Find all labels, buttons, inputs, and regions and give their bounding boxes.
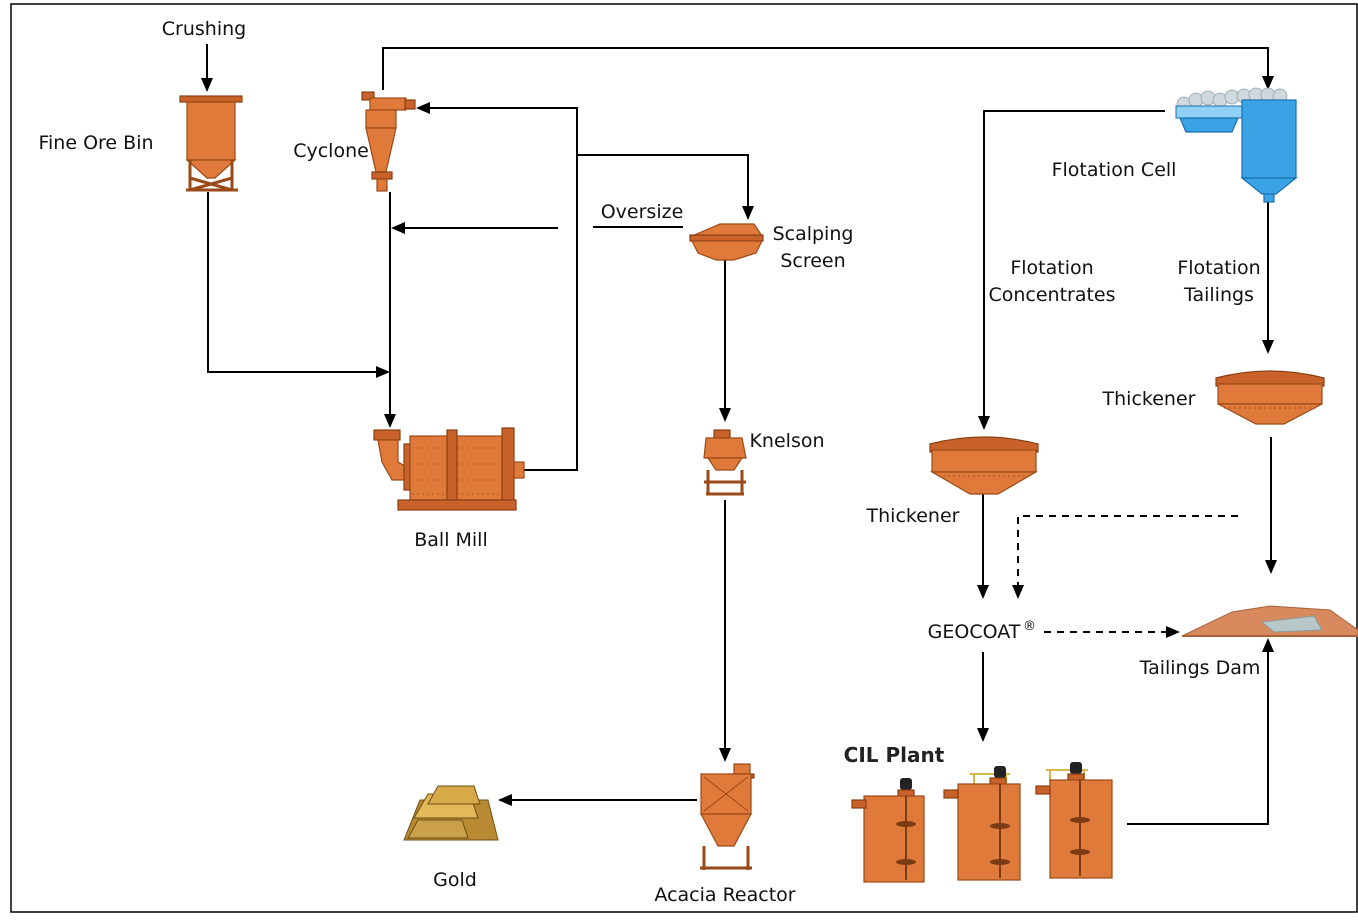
- label-flotation-concentrates-line1: Flotation: [1010, 257, 1093, 279]
- label-thickener-left: Thickener: [866, 505, 960, 527]
- label-tailings-dam: Tailings Dam: [1139, 657, 1261, 679]
- label-cyclone: Cyclone: [293, 140, 369, 162]
- gold-bars-icon: [404, 786, 498, 840]
- label-knelson: Knelson: [749, 430, 824, 452]
- knelson-icon: [704, 430, 746, 494]
- scalping-screen-icon: [690, 224, 763, 260]
- label-cil-plant: CIL Plant: [844, 743, 945, 767]
- label-fine-ore-bin: Fine Ore Bin: [38, 132, 153, 154]
- thickener-icon: [1216, 371, 1324, 424]
- ball-mill-icon: [374, 428, 524, 510]
- label-geocoat-registered-mark: ®: [1023, 619, 1036, 634]
- label-scalping-screen-line2: Screen: [780, 250, 845, 272]
- acacia-reactor-icon: [700, 764, 754, 870]
- label-gold: Gold: [433, 869, 477, 891]
- label-ball-mill: Ball Mill: [414, 529, 488, 551]
- arrow-cyclone-to-flotation: [383, 48, 1268, 90]
- arrow-bin-to-mill: [208, 192, 388, 372]
- arrow-mill-to-cyclone: [418, 108, 577, 470]
- label-flotation-cell: Flotation Cell: [1052, 159, 1177, 181]
- label-thickener-right: Thickener: [1102, 388, 1196, 410]
- label-flotation-tailings-line2: Tailings: [1183, 284, 1254, 306]
- dashed-recycle-to-geocoat: [1018, 516, 1238, 597]
- label-acacia-reactor: Acacia Reactor: [654, 884, 795, 906]
- label-flotation-concentrates-line2: Concentrates: [988, 284, 1115, 306]
- label-geocoat: GEOCOAT: [928, 621, 1021, 643]
- cil-tank-icon: [944, 766, 1020, 880]
- label-crushing: Crushing: [162, 18, 246, 40]
- label-oversize: Oversize: [601, 201, 684, 223]
- label-scalping-screen-line1: Scalping: [773, 223, 854, 245]
- thickener-icon: [930, 437, 1038, 494]
- cyclone-icon: [362, 92, 415, 191]
- flotation-cell-icon: [1176, 88, 1296, 202]
- cil-tank-icon: [1036, 762, 1112, 878]
- tailings-dam-icon: [1182, 606, 1358, 636]
- fine-ore-bin-icon: [180, 96, 242, 190]
- cil-tank-icon: [852, 778, 924, 882]
- label-flotation-tailings-line1: Flotation: [1177, 257, 1260, 279]
